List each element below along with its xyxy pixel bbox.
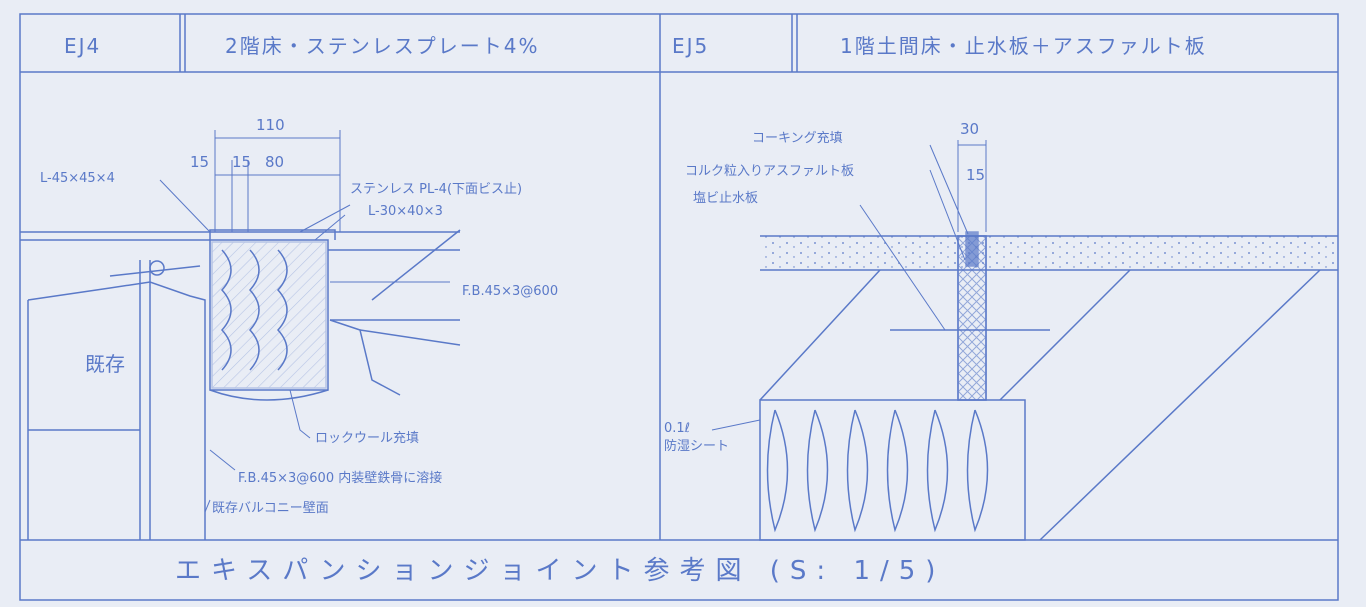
- ej4-plate-label: ステンレス PL-4(下面ビス止): [350, 182, 523, 197]
- ej4-angle-label: L-45×45×4: [40, 171, 115, 186]
- ej4-dim-15b: 15: [232, 153, 252, 171]
- ej5-section-drawing: [711, 140, 1338, 541]
- ej5-dim-30: 30: [960, 120, 980, 138]
- drawing-title: エキスパンションジョイント参考図 (S: 1/5): [175, 556, 946, 586]
- ej5-membrane-label: 0.1ℓ 防湿シート: [664, 421, 730, 455]
- ej4-rockwool-label: ロックウール充填: [315, 431, 420, 446]
- ej4-balcony-label: 既存バルコニー壁面: [212, 501, 329, 516]
- ej4-section-drawing: [20, 130, 461, 540]
- ej4-existing-label: 既存: [85, 352, 125, 376]
- ej5-caulk-label: コーキング充填: [752, 131, 843, 146]
- ej4-fb2-label: F.B.45×3@600 内装壁鉄骨に溶接: [238, 471, 443, 486]
- ej5-code: EJ5: [672, 34, 710, 58]
- ej5-cork-label: コルク粒入りアスファルト板: [685, 164, 855, 179]
- ej4-dim-80: 80: [265, 153, 285, 171]
- ej4-fb-label: F.B.45×3@600: [462, 284, 559, 299]
- ej4-dim-110: 110: [256, 116, 285, 134]
- ej4-title: 2階床・ステンレスプレート4%: [225, 34, 540, 58]
- sheet-border: [19, 13, 1339, 601]
- ej5-title: 1階土間床・止水板＋アスファルト板: [840, 34, 1207, 58]
- ej4-code: EJ4: [64, 34, 102, 58]
- ej5-dim-15: 15: [966, 166, 986, 184]
- ej4-angle2-label: L-30×40×3: [368, 204, 443, 219]
- ej4-dim-15a: 15: [190, 153, 210, 171]
- ej5-stop-label: 塩ビ止水板: [693, 191, 759, 206]
